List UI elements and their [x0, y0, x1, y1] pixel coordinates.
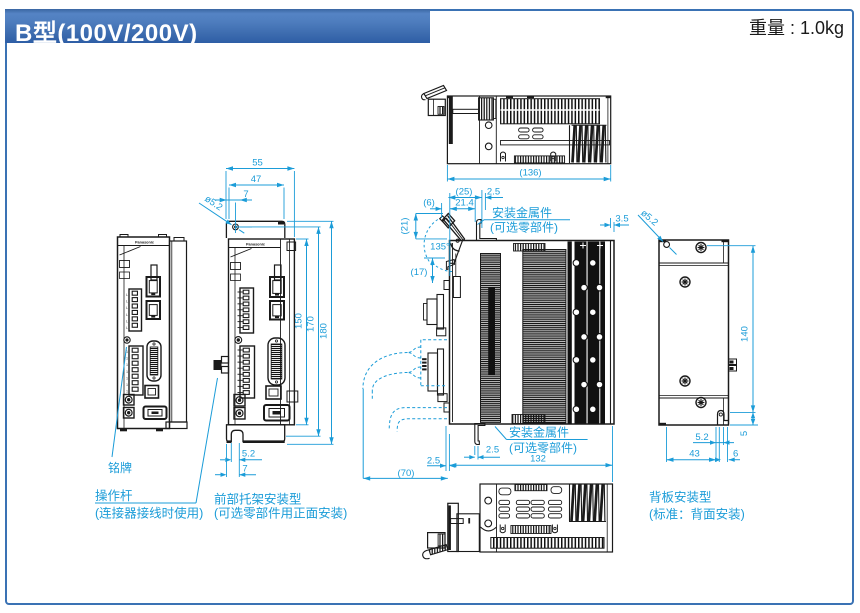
svg-text:(连接器接线时使用): (连接器接线时使用)	[95, 506, 203, 521]
svg-text:(70): (70)	[398, 468, 415, 479]
svg-text:安装金属件: 安装金属件	[492, 205, 552, 220]
svg-text:铭牌: 铭牌	[108, 460, 132, 475]
svg-text:(可选零部件用正面安装): (可选零部件用正面安装)	[214, 506, 347, 521]
svg-text:43: 43	[689, 449, 700, 460]
svg-text:2.5: 2.5	[486, 445, 499, 456]
svg-text:150: 150	[294, 313, 305, 329]
svg-text:1: 1	[126, 376, 128, 380]
svg-text:1: 1	[126, 357, 128, 361]
svg-text:(6): (6)	[423, 198, 435, 209]
svg-text:47: 47	[251, 174, 262, 185]
svg-text:(21): (21)	[400, 218, 411, 235]
svg-text:1: 1	[126, 390, 128, 394]
svg-text:5: 5	[739, 431, 750, 436]
svg-text:背板安装型: 背板安装型	[649, 490, 712, 505]
svg-text:(25): (25)	[456, 187, 473, 198]
svg-text:132: 132	[530, 454, 546, 465]
svg-text:(17): (17)	[411, 267, 428, 278]
svg-text:安装金属件: 安装金属件	[509, 425, 569, 440]
svg-text:前部托架安装型: 前部托架安装型	[214, 492, 302, 507]
svg-text:2.5: 2.5	[427, 456, 440, 467]
svg-text:L: L	[126, 300, 128, 304]
svg-text:1: 1	[126, 370, 128, 374]
svg-text:2.5: 2.5	[487, 187, 500, 198]
svg-text:55: 55	[252, 158, 263, 169]
svg-text:L: L	[126, 293, 128, 297]
svg-text:3.5: 3.5	[615, 214, 628, 225]
svg-text:操作杆: 操作杆	[95, 488, 133, 503]
svg-text:Panasonic: Panasonic	[135, 241, 154, 245]
svg-text:135°: 135°	[430, 242, 450, 253]
svg-text:1: 1	[126, 363, 128, 367]
svg-text:L: L	[126, 319, 128, 323]
svg-text:L: L	[126, 306, 128, 310]
svg-text:ø5.2: ø5.2	[202, 194, 224, 214]
svg-text:1: 1	[126, 383, 128, 387]
svg-text:140: 140	[740, 326, 751, 342]
svg-text:5.2: 5.2	[695, 432, 708, 443]
svg-text:L: L	[126, 313, 128, 317]
svg-text:Panasonic: Panasonic	[246, 243, 265, 247]
svg-text:5.2: 5.2	[242, 449, 255, 460]
svg-text:21.4: 21.4	[455, 198, 474, 209]
svg-text:(136): (136)	[519, 168, 541, 179]
svg-text:L: L	[126, 326, 128, 330]
svg-text:170: 170	[306, 316, 317, 332]
svg-text:(可选零部件): (可选零部件)	[490, 219, 558, 234]
svg-text:(标准：背面安装): (标准：背面安装)	[649, 507, 745, 522]
svg-text:180: 180	[319, 323, 330, 339]
